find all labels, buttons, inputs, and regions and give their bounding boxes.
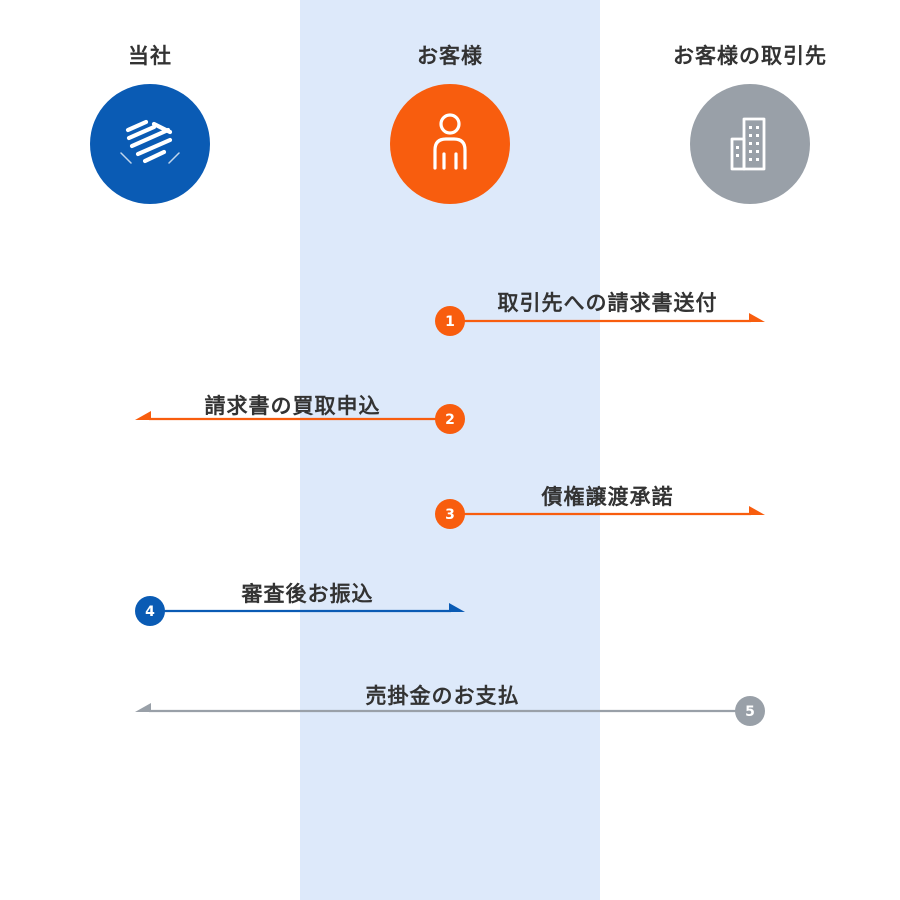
- column-title-our-company: 当社: [128, 44, 172, 68]
- person-icon: [390, 84, 510, 204]
- step-5-label: 売掛金のお支払: [365, 684, 520, 708]
- step-1-number: 1: [445, 314, 455, 330]
- step-2-label: 請求書の買取申込: [204, 394, 381, 418]
- step-2-arrowhead: [135, 411, 151, 420]
- building-icon: [690, 84, 810, 204]
- step-2-badge: [435, 404, 465, 434]
- step-3-arrowhead: [749, 506, 765, 515]
- step-2-number: 2: [445, 412, 455, 428]
- column-title-customer: お客様: [417, 44, 483, 68]
- step-1-badge: [435, 306, 465, 336]
- step-5-number: 5: [745, 704, 755, 720]
- our-company-avatar: [90, 84, 210, 204]
- customer-avatar: [390, 84, 510, 204]
- partner-avatar: [690, 84, 810, 204]
- column-title-partner: お客様の取引先: [673, 44, 827, 68]
- step-4-badge: [135, 596, 165, 626]
- step-4-arrowhead: [449, 603, 465, 612]
- heart-logo-icon: [90, 84, 210, 204]
- step-1-arrowhead: [749, 313, 765, 322]
- step-5-badge: [735, 696, 765, 726]
- step-4-number: 4: [145, 604, 155, 620]
- step-3-label: 債権譲渡承諾: [541, 485, 674, 509]
- step-4-label: 審査後お振込: [241, 582, 374, 606]
- step-1-label: 取引先への請求書送付: [497, 291, 718, 315]
- step-5-arrowhead: [135, 703, 151, 712]
- step-3-badge: [435, 499, 465, 529]
- step-3-number: 3: [445, 507, 455, 523]
